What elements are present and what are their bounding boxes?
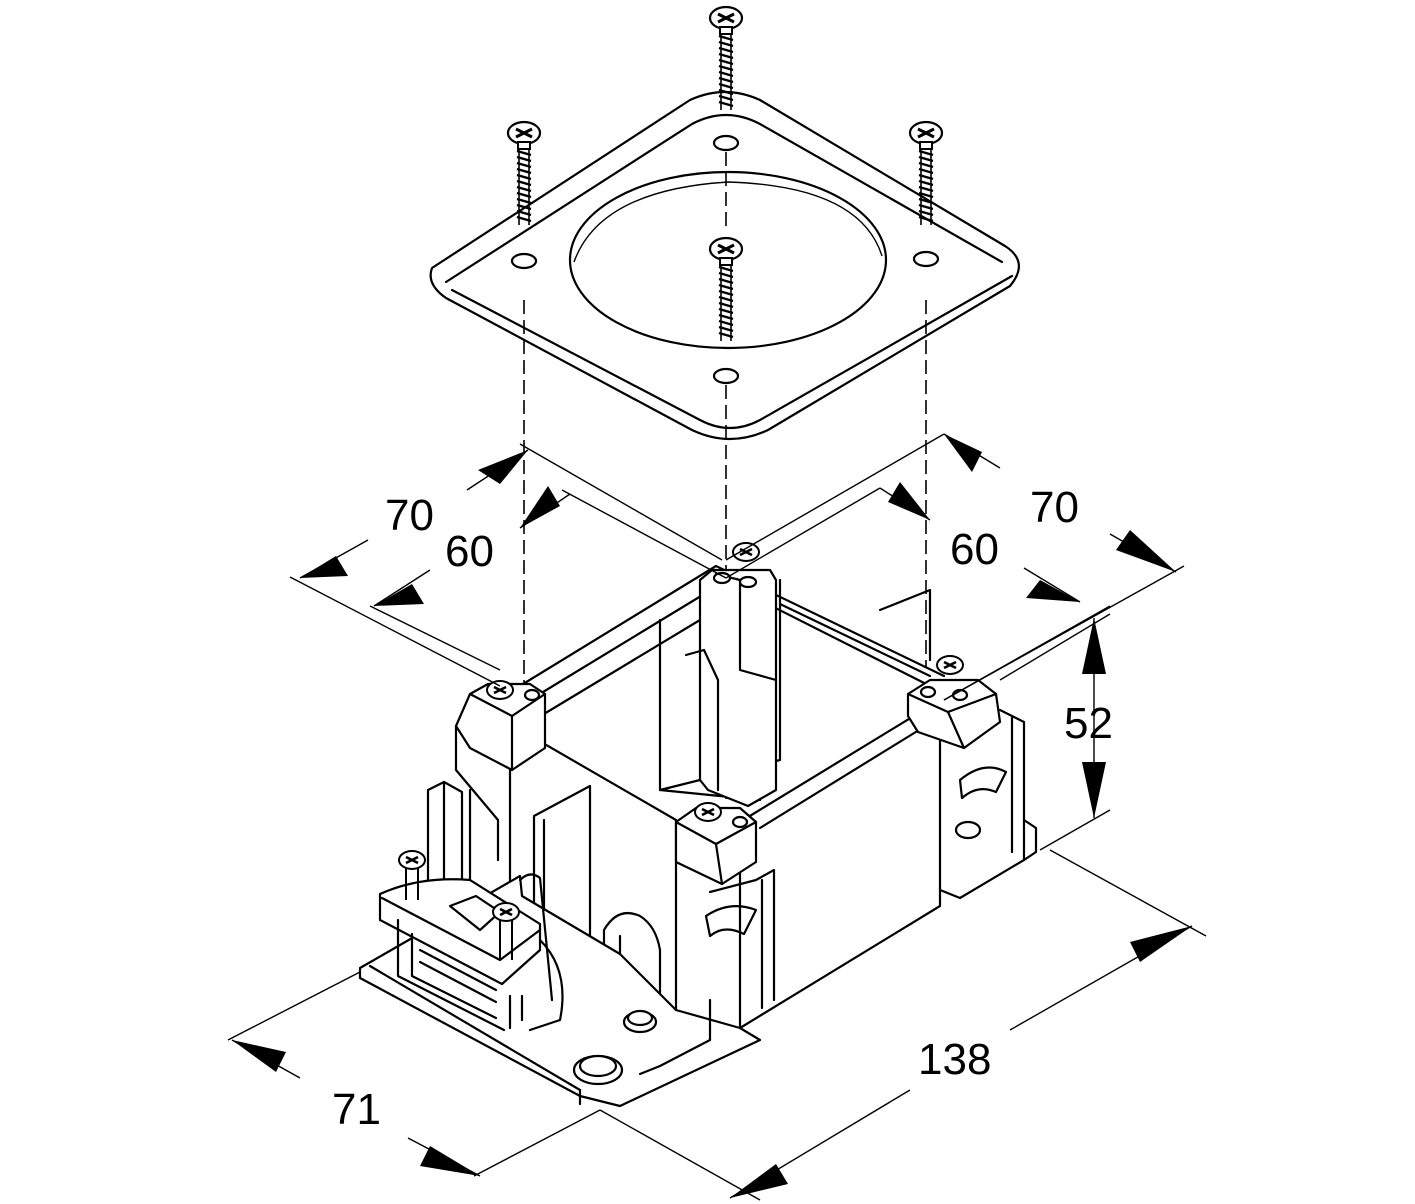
dim-top-left-inner: 60 [445, 527, 494, 576]
dim-length: 138 [918, 1035, 991, 1084]
cover-hole-front [712, 367, 740, 385]
dim-top-right-inner: 60 [950, 525, 999, 574]
installation-box [358, 541, 1038, 1108]
dim-height: 52 [1064, 699, 1113, 748]
cover-hole-top [712, 134, 740, 152]
dim-top-left-outer: 70 [385, 491, 434, 540]
dim-top-right-outer: 70 [1030, 483, 1079, 532]
dimension-arrow-icon [232, 434, 1192, 1198]
dim-front-depth: 71 [332, 1085, 381, 1134]
cover-hole-right [912, 250, 940, 268]
cover-hole-left [510, 252, 538, 270]
